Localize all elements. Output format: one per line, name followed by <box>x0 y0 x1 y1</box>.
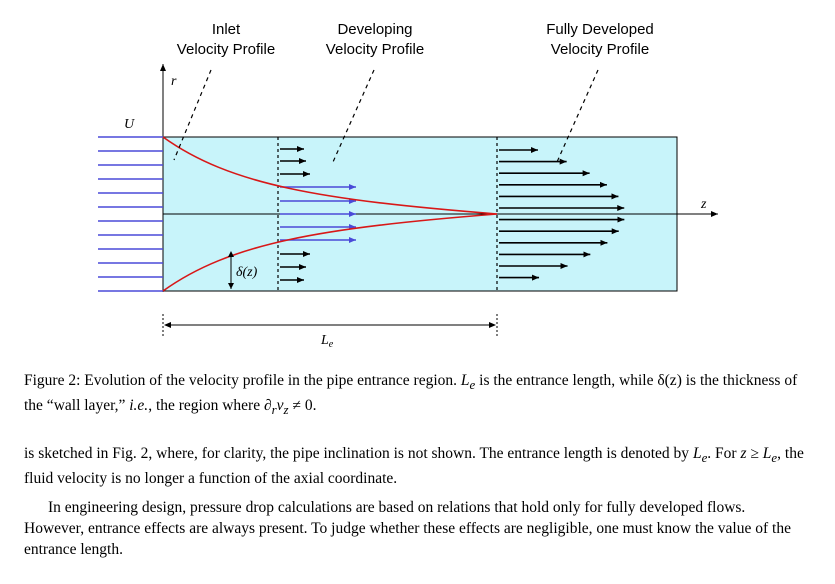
developed-velocity-arrows <box>499 147 625 281</box>
delta-arrow-top <box>228 251 234 257</box>
developed-label-line1: Fully Developed <box>546 21 654 38</box>
developed-label-line2: Velocity Profile <box>551 41 649 58</box>
body-paragraph-2: In engineering design, pressure drop cal… <box>24 499 791 558</box>
inlet-pointer <box>173 69 212 161</box>
inlet-label-line2: Velocity Profile <box>177 41 275 58</box>
figure-caption: Figure 2: Evolution of the velocity prof… <box>24 372 798 418</box>
boundary-layer-lower <box>162 213 498 292</box>
le-arrow-left <box>164 322 171 328</box>
developing-velocity-arrows <box>280 146 356 283</box>
u-label: U <box>124 117 135 132</box>
z-label: z <box>700 197 707 212</box>
developing-label-line1: Developing <box>337 21 412 38</box>
delta-label: δ(z) <box>236 265 258 280</box>
developing-pointer <box>332 69 375 163</box>
entrance-flow-figure: δ(z) Le Inlet Velocity Profile Developin… <box>98 21 718 350</box>
le-label: Le <box>320 333 334 350</box>
inlet-velocity-arrows <box>98 136 163 292</box>
developing-label-line2: Velocity Profile <box>326 41 424 58</box>
delta-arrow-bottom <box>228 283 234 289</box>
r-label: r <box>171 74 177 89</box>
body-paragraph-1: is sketched in Fig. 2, where, for clarit… <box>24 445 804 488</box>
developed-pointer <box>556 69 599 163</box>
boundary-layer-upper <box>162 136 498 215</box>
le-arrow-right <box>489 322 496 328</box>
inlet-label-line1: Inlet <box>212 21 241 38</box>
